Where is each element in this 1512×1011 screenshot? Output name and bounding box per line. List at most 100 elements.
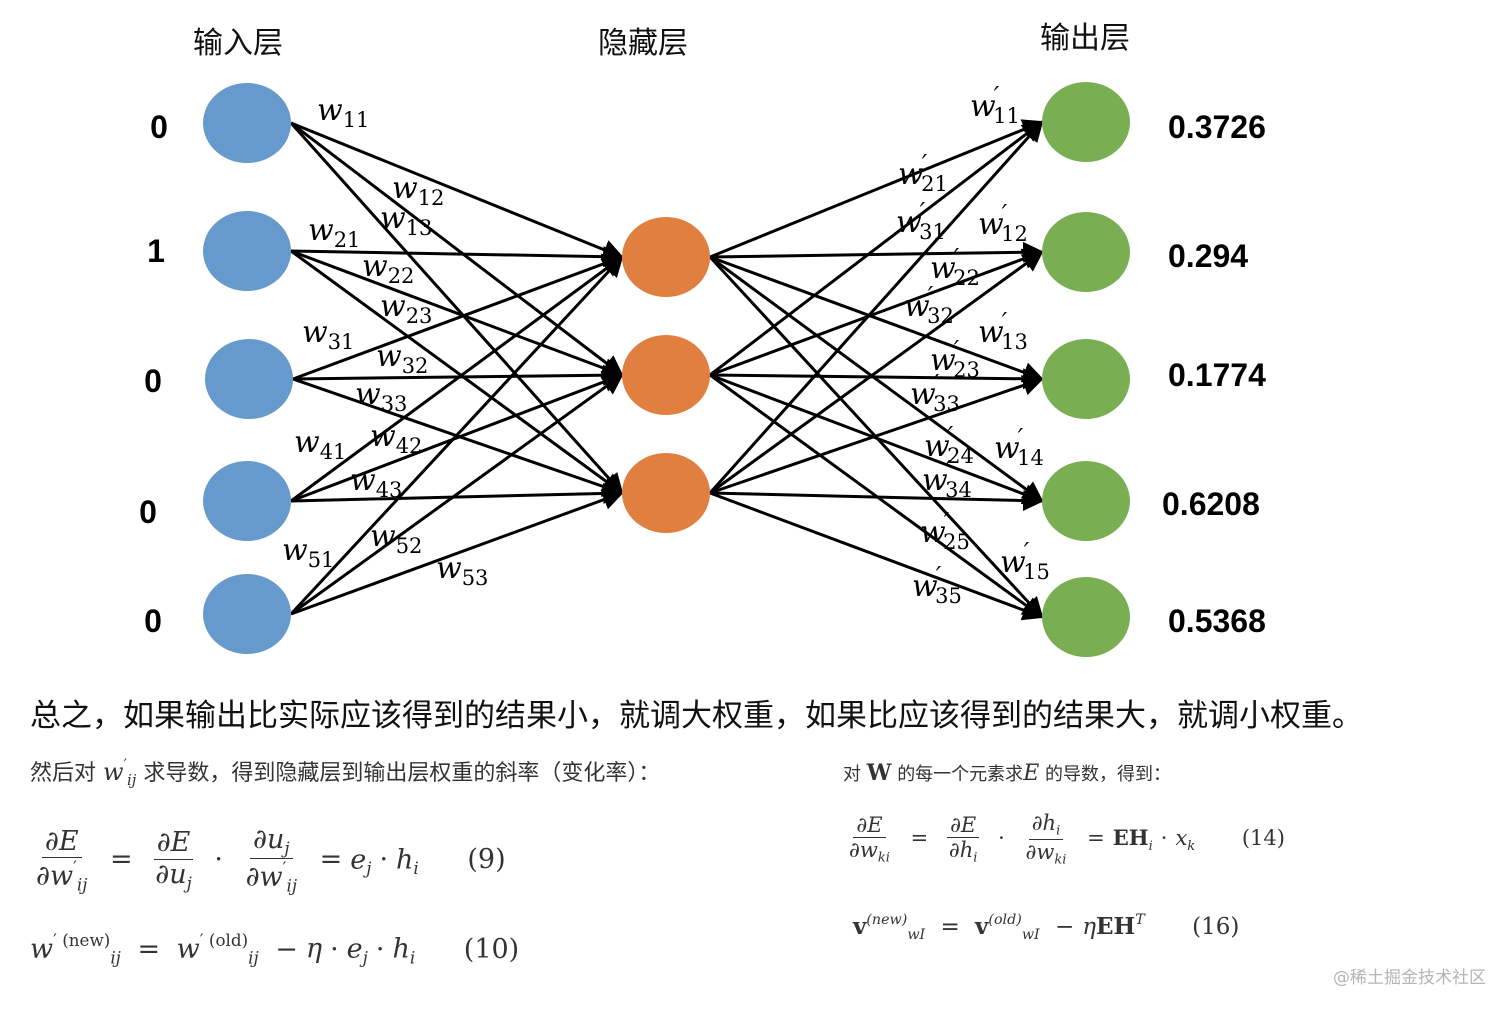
edge-input-5-hidden-1 (289, 255, 624, 616)
equation-16: v(new)wI = v(old)wI −ηEHT (16) (853, 912, 1240, 943)
edge-hidden-2-output-4 (709, 373, 1044, 505)
input-node-2 (203, 211, 291, 291)
hidden-layer-title: 隐藏层 (598, 26, 688, 61)
output-weight-label-15: w′35 (912, 562, 962, 608)
input-layer-title: 输入层 (193, 26, 283, 61)
equation-9-tag: (9) (467, 844, 506, 876)
input-weight-label-2: w12 (392, 171, 444, 210)
edge-input-2-hidden-2 (290, 249, 624, 379)
output-value-1: 0.3726 (1168, 109, 1266, 145)
input-node-5 (203, 574, 291, 654)
edge-input-1-hidden-3 (289, 121, 624, 495)
input-weight-label-10: w41 (294, 425, 346, 464)
input-node-4 (203, 461, 291, 541)
edge-input-4-hidden-3 (290, 482, 625, 504)
equation-16-tag: (16) (1192, 913, 1240, 940)
edge-hidden-1-output-3 (709, 255, 1044, 383)
equation-14: ∂E∂wki = ∂E∂hi · ∂hi∂wki =EHi·xk (14) (849, 811, 1285, 868)
input-value-5: 0 (144, 603, 162, 639)
edge-hidden-3-output-5 (709, 491, 1044, 621)
edge-hidden-1-output-4 (709, 255, 1044, 503)
edge-input-4-hidden-1 (290, 255, 624, 503)
output-weight-label-12: w′34 (922, 456, 972, 502)
edge-hidden-3-output-4 (709, 490, 1045, 512)
input-weight-label-9: w33 (355, 377, 407, 416)
input-weight-label-12: w43 (350, 463, 402, 502)
edge-hidden-2-output-2 (709, 248, 1044, 377)
output-value-2: 0.294 (1168, 238, 1248, 274)
output-node-5 (1042, 577, 1130, 657)
left-intro-after: 求导数，得到隐藏层到输出层权重的斜率（变化率）： (143, 761, 661, 786)
output-weight-label-8: w′23 (930, 336, 980, 382)
input-weight-label-15: w53 (436, 551, 488, 590)
edge-input-2-hidden-3 (290, 249, 624, 495)
summary-text: 总之，如果输出比实际应该得到的结果小，就调大权重，如果比应该得到的结果大，就调小… (30, 698, 1363, 734)
hidden-node-1 (622, 217, 710, 297)
input-value-2: 1 (147, 233, 165, 269)
right-intro-after: 的导数，得到： (1044, 764, 1171, 785)
edge-input-2-hidden-1 (290, 246, 625, 268)
output-weight-label-5: w′22 (930, 244, 980, 290)
output-value-4: 0.6208 (1162, 486, 1260, 522)
input-node-1 (203, 83, 291, 163)
edge-hidden-3-output-1 (708, 120, 1044, 495)
right-intro-text: 对 W 的每一个元素求E 的导数，得到： (843, 760, 1171, 786)
output-weight-label-2: w′21 (898, 150, 948, 196)
input-weight-label-13: w51 (282, 533, 334, 572)
edge-hidden-2-output-3 (709, 368, 1045, 390)
output-value-3: 0.1774 (1168, 357, 1266, 393)
output-value-5: 0.5368 (1168, 603, 1266, 639)
edge-input-5-hidden-2 (290, 373, 624, 616)
connection-lines (289, 119, 1045, 621)
input-weight-label-11: w42 (370, 419, 422, 458)
input-value-1: 0 (150, 109, 168, 145)
output-layer-title: 输出层 (1040, 21, 1130, 56)
input-weight-label-6: w23 (380, 289, 432, 328)
edge-input-1-hidden-2 (290, 121, 624, 377)
output-weight-label-1: w′11 (970, 82, 1020, 128)
output-node-4 (1042, 461, 1130, 541)
input-weight-label-7: w31 (302, 315, 354, 354)
input-weight-label-3: w13 (380, 201, 432, 240)
left-intro-symbol: w′ij (103, 755, 137, 790)
node-values: 0 1 0 0 0 0.3726 0.294 0.1774 0.6208 0.5368 (139, 109, 1266, 639)
input-value-3: 0 (144, 363, 162, 399)
output-weight-label-10: w′14 (994, 424, 1044, 470)
equation-10: w′ (new)ij = w′ (old)ij −η·ej·hi (10) (30, 930, 520, 968)
edge-hidden-3-output-2 (709, 250, 1044, 495)
equation-14-tag: (14) (1241, 826, 1285, 851)
network-nodes (203, 82, 1130, 657)
input-value-4: 0 (139, 494, 157, 530)
input-weight-label-4: w21 (308, 213, 360, 252)
edge-hidden-1-output-2 (709, 241, 1045, 263)
output-node-2 (1042, 212, 1130, 292)
right-intro-before: 对 (843, 764, 861, 785)
edge-input-3-hidden-1 (292, 253, 624, 381)
output-weight-label-11: w′24 (924, 422, 974, 468)
output-weight-label-4: w′12 (978, 200, 1028, 246)
edge-input-5-hidden-3 (290, 489, 624, 616)
left-intro-text: 然后对 w′ij 求导数，得到隐藏层到输出层权重的斜率（变化率）： (30, 755, 661, 790)
output-weight-label-7: w′13 (978, 308, 1028, 354)
output-node-3 (1042, 339, 1130, 419)
right-intro-error-symbol: E (1023, 761, 1040, 786)
edge-hidden-2-output-1 (709, 120, 1044, 377)
output-weight-label-3: w′31 (896, 198, 946, 244)
output-node-1 (1042, 82, 1130, 162)
edge-hidden-1-output-1 (709, 119, 1044, 259)
equation-9: ∂E∂w′ij = ∂E∂uj · ∂uj∂w′ij =ej·hi (9) (36, 824, 506, 896)
input-weight-label-5: w22 (362, 249, 414, 288)
input-weight-label-14: w52 (370, 519, 422, 558)
equation-10-tag: (10) (463, 933, 520, 965)
edge-input-4-hidden-2 (290, 371, 624, 503)
input-weight-label-1: w11 (317, 93, 369, 132)
input-node-3 (205, 339, 293, 419)
hidden-node-3 (622, 453, 710, 533)
edge-input-1-hidden-1 (290, 121, 624, 260)
output-weight-label-6: w′32 (904, 282, 954, 328)
right-intro-matrix-symbol: W (866, 760, 892, 786)
output-weight-label-13: w′15 (1000, 538, 1050, 584)
edge-hidden-3-output-3 (709, 375, 1044, 495)
